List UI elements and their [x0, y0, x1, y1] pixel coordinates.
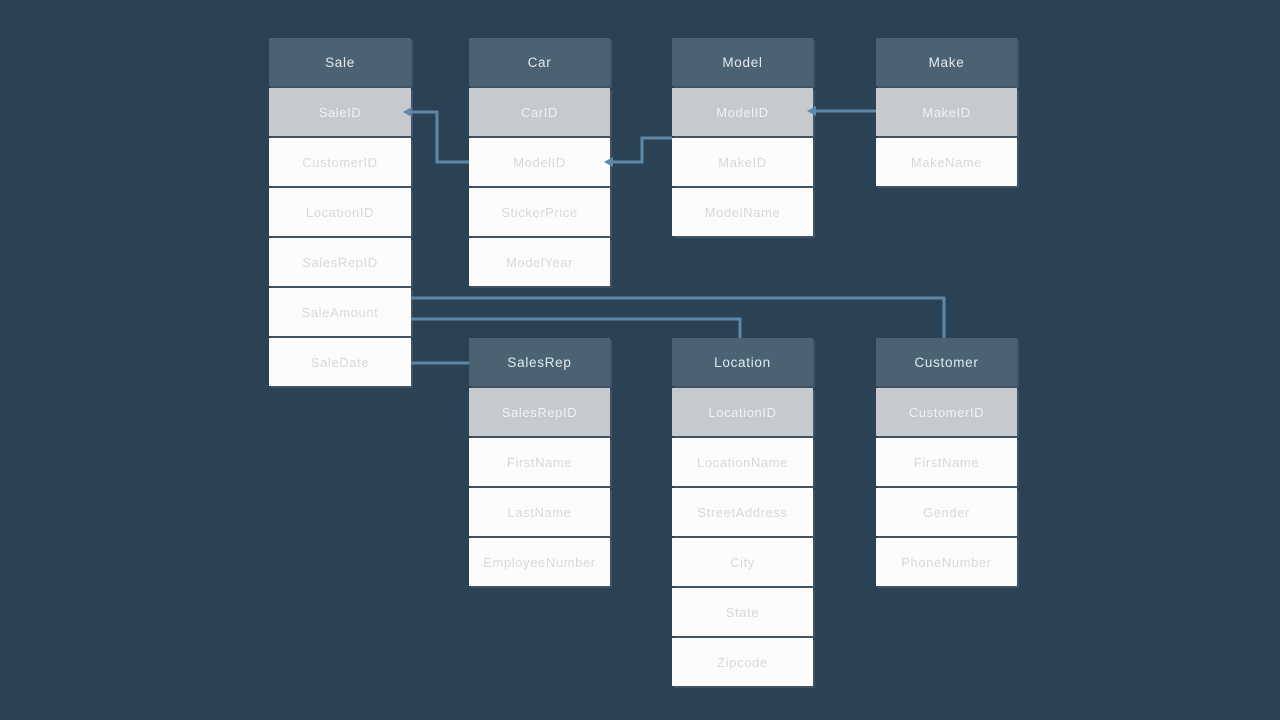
field-location-locationname: LocationName: [672, 438, 813, 486]
primary-key-field-make-makeid: MakeID: [876, 88, 1017, 136]
table-title-model: Model: [672, 38, 813, 86]
field-car-modelyear: ModelYear: [469, 238, 610, 286]
field-make-makename: MakeName: [876, 138, 1017, 186]
table-title-sale: Sale: [269, 38, 411, 86]
table-title-make: Make: [876, 38, 1017, 86]
connector-sale-saleamount-to-customer: [411, 296, 946, 338]
field-model-modelname: ModelName: [672, 188, 813, 236]
field-location-streetaddress: StreetAddress: [672, 488, 813, 536]
field-location-zipcode: Zipcode: [672, 638, 813, 686]
field-sale-customerid: CustomerID: [269, 138, 411, 186]
field-location-city: City: [672, 538, 813, 586]
table-title-car: Car: [469, 38, 610, 86]
field-model-makeid: MakeID: [672, 138, 813, 186]
field-customer-phonenumber: PhoneNumber: [876, 538, 1017, 586]
primary-key-field-car-carid: CarID: [469, 88, 610, 136]
field-location-state: State: [672, 588, 813, 636]
table-title-location: Location: [672, 338, 813, 386]
field-customer-firstname: FirstName: [876, 438, 1017, 486]
connector-sale-saleid-to-car-modelid: [409, 110, 469, 164]
field-customer-gender: Gender: [876, 488, 1017, 536]
field-sale-salesrepid: SalesRepID: [269, 238, 411, 286]
primary-key-field-customer-customerid: CustomerID: [876, 388, 1017, 436]
table-title-salesrep: SalesRep: [469, 338, 610, 386]
primary-key-field-model-modelid: ModelID: [672, 88, 813, 136]
field-salesrep-lastname: LastName: [469, 488, 610, 536]
field-salesrep-firstname: FirstName: [469, 438, 610, 486]
primary-key-field-sale-saleid: SaleID: [269, 88, 411, 136]
connector-car-modelid-to-model-modelid: [610, 136, 672, 164]
field-sale-saledate: SaleDate: [269, 338, 411, 386]
primary-key-field-location-locationid: LocationID: [672, 388, 813, 436]
field-car-modelid: ModelID: [469, 138, 610, 186]
field-car-stickerprice: StickerPrice: [469, 188, 610, 236]
field-salesrep-employeenumber: EmployeeNumber: [469, 538, 610, 586]
table-title-customer: Customer: [876, 338, 1017, 386]
connector-sale-saleamount-to-location: [411, 317, 742, 338]
field-sale-locationid: LocationID: [269, 188, 411, 236]
field-sale-saleamount: SaleAmount: [269, 288, 411, 336]
primary-key-field-salesrep-salesrepid: SalesRepID: [469, 388, 610, 436]
